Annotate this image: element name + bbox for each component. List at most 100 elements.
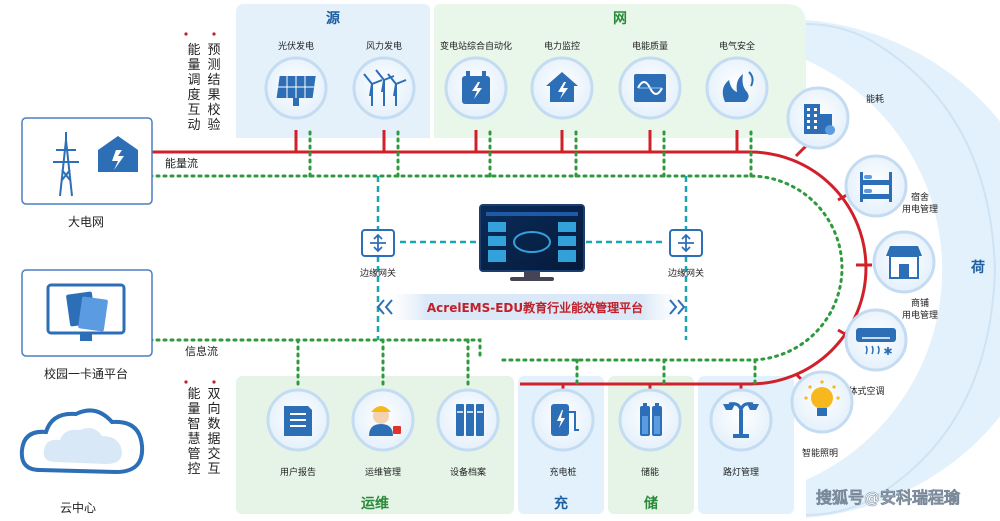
ops-maintenance[interactable]: 运维管理: [351, 388, 415, 478]
gateway-lines: [376, 176, 688, 340]
source-pv-label: 光伏发电: [278, 40, 314, 52]
caption-char: 结: [207, 73, 220, 88]
load-shop-label-2: 用电管理: [902, 309, 938, 321]
watermark: 搜狐号@安科瑞程瑜: [816, 488, 961, 507]
grid-substation[interactable]: 变电站综合自动化: [440, 40, 512, 120]
archive-icon: [456, 404, 484, 436]
caption-char: 控: [187, 462, 200, 477]
report-icon: [284, 406, 312, 436]
load-header: 荷: [970, 259, 985, 276]
grid-monitor[interactable]: 电力监控: [530, 40, 594, 120]
screen-widgets: [488, 222, 576, 262]
charge-pile-label: 充电桩: [549, 466, 576, 478]
caption-char: 互: [187, 103, 200, 118]
card-node-label: 校园一卡通平台: [44, 366, 128, 381]
monitor-neck: [524, 271, 540, 277]
caption-dot: [184, 32, 188, 36]
info-flow-lines: [148, 130, 844, 390]
ops-report[interactable]: 用户报告: [266, 388, 330, 478]
source-pv[interactable]: 光伏发电: [264, 40, 328, 120]
caption-char: 量: [187, 58, 200, 73]
card-platform-node[interactable]: 校园一卡通平台: [21, 269, 153, 381]
banner-right-chevrons: [669, 299, 686, 315]
ops-archive[interactable]: 设备档案: [436, 388, 500, 478]
load-panel-border: [805, 23, 997, 516]
caption-char: 测: [207, 58, 220, 73]
grid-node-label: 大电网: [68, 215, 104, 229]
cloud-node-label: 云中心: [60, 500, 96, 515]
storage-header: 储: [643, 495, 658, 512]
platform-monitor[interactable]: [479, 204, 585, 281]
substation-icon: [462, 71, 490, 104]
gateway-left-label: 边缘网关: [360, 267, 396, 279]
caption-dot: [212, 32, 216, 36]
bunk-icon: [860, 172, 892, 202]
caption-dot: [212, 380, 216, 384]
safety-icon: [722, 71, 754, 102]
pylon-icon: [53, 132, 79, 197]
grid-monitor-label: 电力监控: [544, 40, 580, 52]
charge-header: 充: [554, 495, 568, 512]
solar-icon: [276, 76, 316, 106]
caption-char: 据: [207, 432, 220, 447]
grid-node[interactable]: 大电网: [21, 117, 153, 229]
load-dorm-label: 宿舍: [911, 191, 929, 203]
caption-char: 果: [207, 88, 220, 103]
worker-icon: [369, 406, 401, 436]
edge-gateway-right[interactable]: 边缘网关: [668, 229, 704, 279]
shop-icon: [886, 246, 922, 279]
caption-char: 量: [187, 402, 200, 417]
caption-char: 向: [207, 401, 220, 417]
caption-char: 调: [187, 73, 200, 88]
streetlight-icon: [723, 402, 759, 438]
grid-safety[interactable]: 电气安全: [705, 40, 769, 120]
ops-report-label: 用户报告: [280, 466, 316, 478]
caption-char: 交: [207, 446, 220, 462]
grid-substation-label: 变电站综合自动化: [440, 40, 512, 52]
icon-circle-bg: [844, 154, 908, 218]
load-energy[interactable]: 能耗: [786, 86, 884, 150]
info-flow-label: 信息流: [185, 344, 218, 358]
load-lighting[interactable]: 智能照明: [790, 370, 854, 459]
load-lighting-label: 智能照明: [802, 447, 838, 459]
streetlight-mgmt[interactable]: 路灯管理: [709, 388, 773, 478]
load-dorm-label-2: 用电管理: [902, 203, 938, 215]
ops-archive-label: 设备档案: [450, 466, 486, 478]
charger-icon: [551, 404, 579, 436]
cloud-inner: [43, 428, 122, 464]
streetlight-mgmt-label: 路灯管理: [723, 466, 759, 478]
grid-quality[interactable]: 电能质量: [618, 40, 682, 120]
caption-char: 管: [187, 447, 200, 462]
wind-icon: [363, 69, 407, 106]
caption-char: 动: [187, 118, 200, 133]
caption-char: 能: [187, 387, 200, 402]
ops-maintenance-label: 运维管理: [365, 466, 401, 478]
energy-flow-label: 能量流: [165, 156, 198, 170]
screen-bar: [486, 212, 578, 216]
ops-header: 运维: [361, 495, 389, 512]
load-energy-label: 能耗: [866, 93, 884, 105]
storage-energy[interactable]: 储能: [618, 388, 682, 478]
gateway-right-label: 边缘网关: [668, 267, 704, 279]
charge-pile[interactable]: 充电桩: [531, 388, 595, 478]
edge-gateway-left[interactable]: 边缘网关: [360, 229, 396, 279]
grid-quality-label: 电能质量: [632, 40, 668, 52]
homepower-icon: [546, 72, 578, 102]
caption-char: 能: [187, 43, 200, 58]
source-wind[interactable]: 风力发电: [352, 40, 416, 120]
caption-char: 校: [207, 102, 220, 118]
load-ac[interactable]: ✱分体式空调: [839, 308, 908, 397]
monitor-card-icon: [46, 283, 126, 341]
info-lower-line: [148, 338, 482, 362]
quality-icon: [634, 74, 666, 102]
cloud-node[interactable]: 云中心: [19, 408, 145, 515]
load-shop-label: 商铺: [911, 297, 929, 309]
load-panel: [806, 20, 1000, 518]
battery-icon: [640, 403, 662, 436]
house-icon: [98, 136, 138, 172]
